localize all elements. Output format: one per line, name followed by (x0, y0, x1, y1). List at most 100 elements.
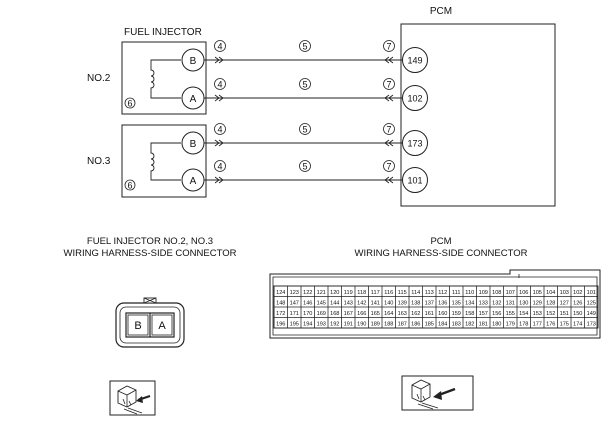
pcm-terminal-number: 123 (290, 290, 299, 296)
pcm-terminal-number: 194 (303, 321, 312, 327)
pcm-terminal-number: 102 (573, 290, 582, 296)
pcm-terminal-number: 148 (276, 300, 285, 306)
injector-pin-label: B (190, 139, 197, 150)
pcm-terminal-number: 137 (425, 300, 434, 306)
injector-pin-label: A (190, 176, 197, 187)
injector-no3: NO.3 6 (87, 124, 207, 198)
pcm-terminal-number: 168 (330, 311, 339, 317)
pcm-terminal-number: 182 (465, 321, 474, 327)
pcm-terminal-number: 162 (411, 311, 420, 317)
injector-no3-callout: 6 (127, 181, 132, 191)
injector-connector-face: B A (115, 297, 185, 348)
pcm-terminal-number: 150 (573, 311, 582, 317)
view-direction-icon-injector (109, 380, 156, 416)
pcm-terminal-number: 120 (330, 290, 339, 296)
injector-pin-circle (181, 48, 205, 72)
pcm-terminal-number: 121 (317, 290, 326, 296)
left-callout-circle (214, 123, 226, 135)
injector-connector-pin-a: A (158, 320, 166, 332)
pcm-terminal-number: 101 (587, 290, 596, 296)
injector-pin-circle (181, 86, 205, 110)
pcm-terminal-number: 104 (546, 290, 555, 296)
pcm-terminal-label: 173 (407, 139, 422, 149)
pcm-terminal-number: 186 (411, 321, 420, 327)
pcm-terminal-number: 149 (587, 311, 596, 317)
injector-no2-callout-circle (124, 97, 136, 109)
pcm-terminal-label: 102 (407, 94, 422, 104)
pcm-terminal-number: 130 (519, 300, 528, 306)
pcm-terminal-number: 177 (533, 321, 542, 327)
pcm-terminal-label: 149 (407, 56, 422, 66)
pcm-terminal-number: 172 (276, 311, 285, 317)
injector-no2-label: NO.2 (87, 73, 111, 84)
connector-arrow-left (214, 56, 224, 64)
connector-arrow-right (384, 139, 394, 147)
injector-pin-label: B (190, 56, 197, 67)
pcm-terminal-number: 117 (371, 290, 380, 296)
pcm-connector-caption-2: WIRING HARNESS-SIDE CONNECTOR (355, 248, 528, 259)
pcm-terminal-circle (402, 167, 428, 193)
pcm-terminal-number: 122 (303, 290, 312, 296)
pcm-terminal-number: 135 (452, 300, 461, 306)
pcm-terminal-number: 109 (479, 290, 488, 296)
pcm-terminal-number: 112 (438, 290, 447, 296)
pcm-terminal-number: 143 (344, 300, 353, 306)
right-callout-circle (383, 123, 395, 135)
injector-pin-circle (181, 168, 205, 192)
pcm-terminal-number: 146 (303, 300, 312, 306)
pcm-terminal-number: 190 (357, 321, 366, 327)
right-callout-circle (383, 78, 395, 90)
pcm-connector-caption-1: PCM (430, 236, 451, 247)
left-callout-circle (214, 160, 226, 172)
pcm-terminal-number: 154 (519, 311, 528, 317)
pcm-terminal-number: 155 (506, 311, 515, 317)
pcm-terminal-number: 126 (573, 300, 582, 306)
pcm-terminal-label: 101 (407, 176, 422, 186)
pcm-terminal-number: 139 (398, 300, 407, 306)
pcm-terminal-circle (402, 47, 428, 73)
pcm-terminal-number: 176 (546, 321, 555, 327)
pcm-terminal-number: 134 (465, 300, 474, 306)
pcm-terminal-number: 165 (371, 311, 380, 317)
pcm-terminal-number: 118 (357, 290, 366, 296)
pcm-terminal-number: 105 (533, 290, 542, 296)
left-callout: 4 (217, 162, 222, 172)
pcm-terminal-number: 178 (519, 321, 528, 327)
pcm-terminal-number: 167 (344, 311, 353, 317)
pcm-terminal-number: 103 (560, 290, 569, 296)
injector-no3-box (121, 124, 207, 198)
pcm-terminal-number: 160 (438, 311, 447, 317)
pcm-terminal-number: 124 (276, 290, 285, 296)
pcm-terminal-number: 188 (384, 321, 393, 327)
pcm-terminal-number: 164 (384, 311, 393, 317)
pcm-terminal-number: 115 (398, 290, 407, 296)
pcm-terminal-number: 185 (425, 321, 434, 327)
pcm-terminal-number: 110 (465, 290, 474, 296)
injector-no2-box (121, 41, 207, 115)
left-callout: 4 (217, 42, 222, 52)
pcm-terminal-number: 132 (492, 300, 501, 306)
pcm-terminal-number: 192 (330, 321, 339, 327)
right-callout-circle (383, 160, 395, 172)
pcm-terminal-number: 140 (384, 300, 393, 306)
pcm-terminal-number: 136 (438, 300, 447, 306)
connector-arrow-right (384, 176, 394, 184)
right-callout: 7 (386, 125, 391, 135)
pcm-terminal-number: 169 (317, 311, 326, 317)
injector-no3-callout-circle (124, 179, 136, 191)
pcm-terminal-number: 111 (452, 290, 461, 296)
pcm-terminal-number: 157 (479, 311, 488, 317)
injector-connector-caption-1: FUEL INJECTOR NO.2, NO.3 (87, 236, 213, 247)
connector-arrow-left (214, 94, 224, 102)
pcm-terminal-number: 119 (344, 290, 353, 296)
pcm-terminal-number: 147 (290, 300, 299, 306)
pcm-terminal-number: 163 (398, 311, 407, 317)
right-callout: 7 (386, 80, 391, 90)
injector-pin-circle (181, 131, 205, 155)
pcm-terminal-number: 144 (330, 300, 339, 306)
injector-no2-callout: 6 (127, 99, 132, 109)
pcm-terminal-number: 138 (411, 300, 420, 306)
pcm-title: PCM (430, 6, 452, 17)
